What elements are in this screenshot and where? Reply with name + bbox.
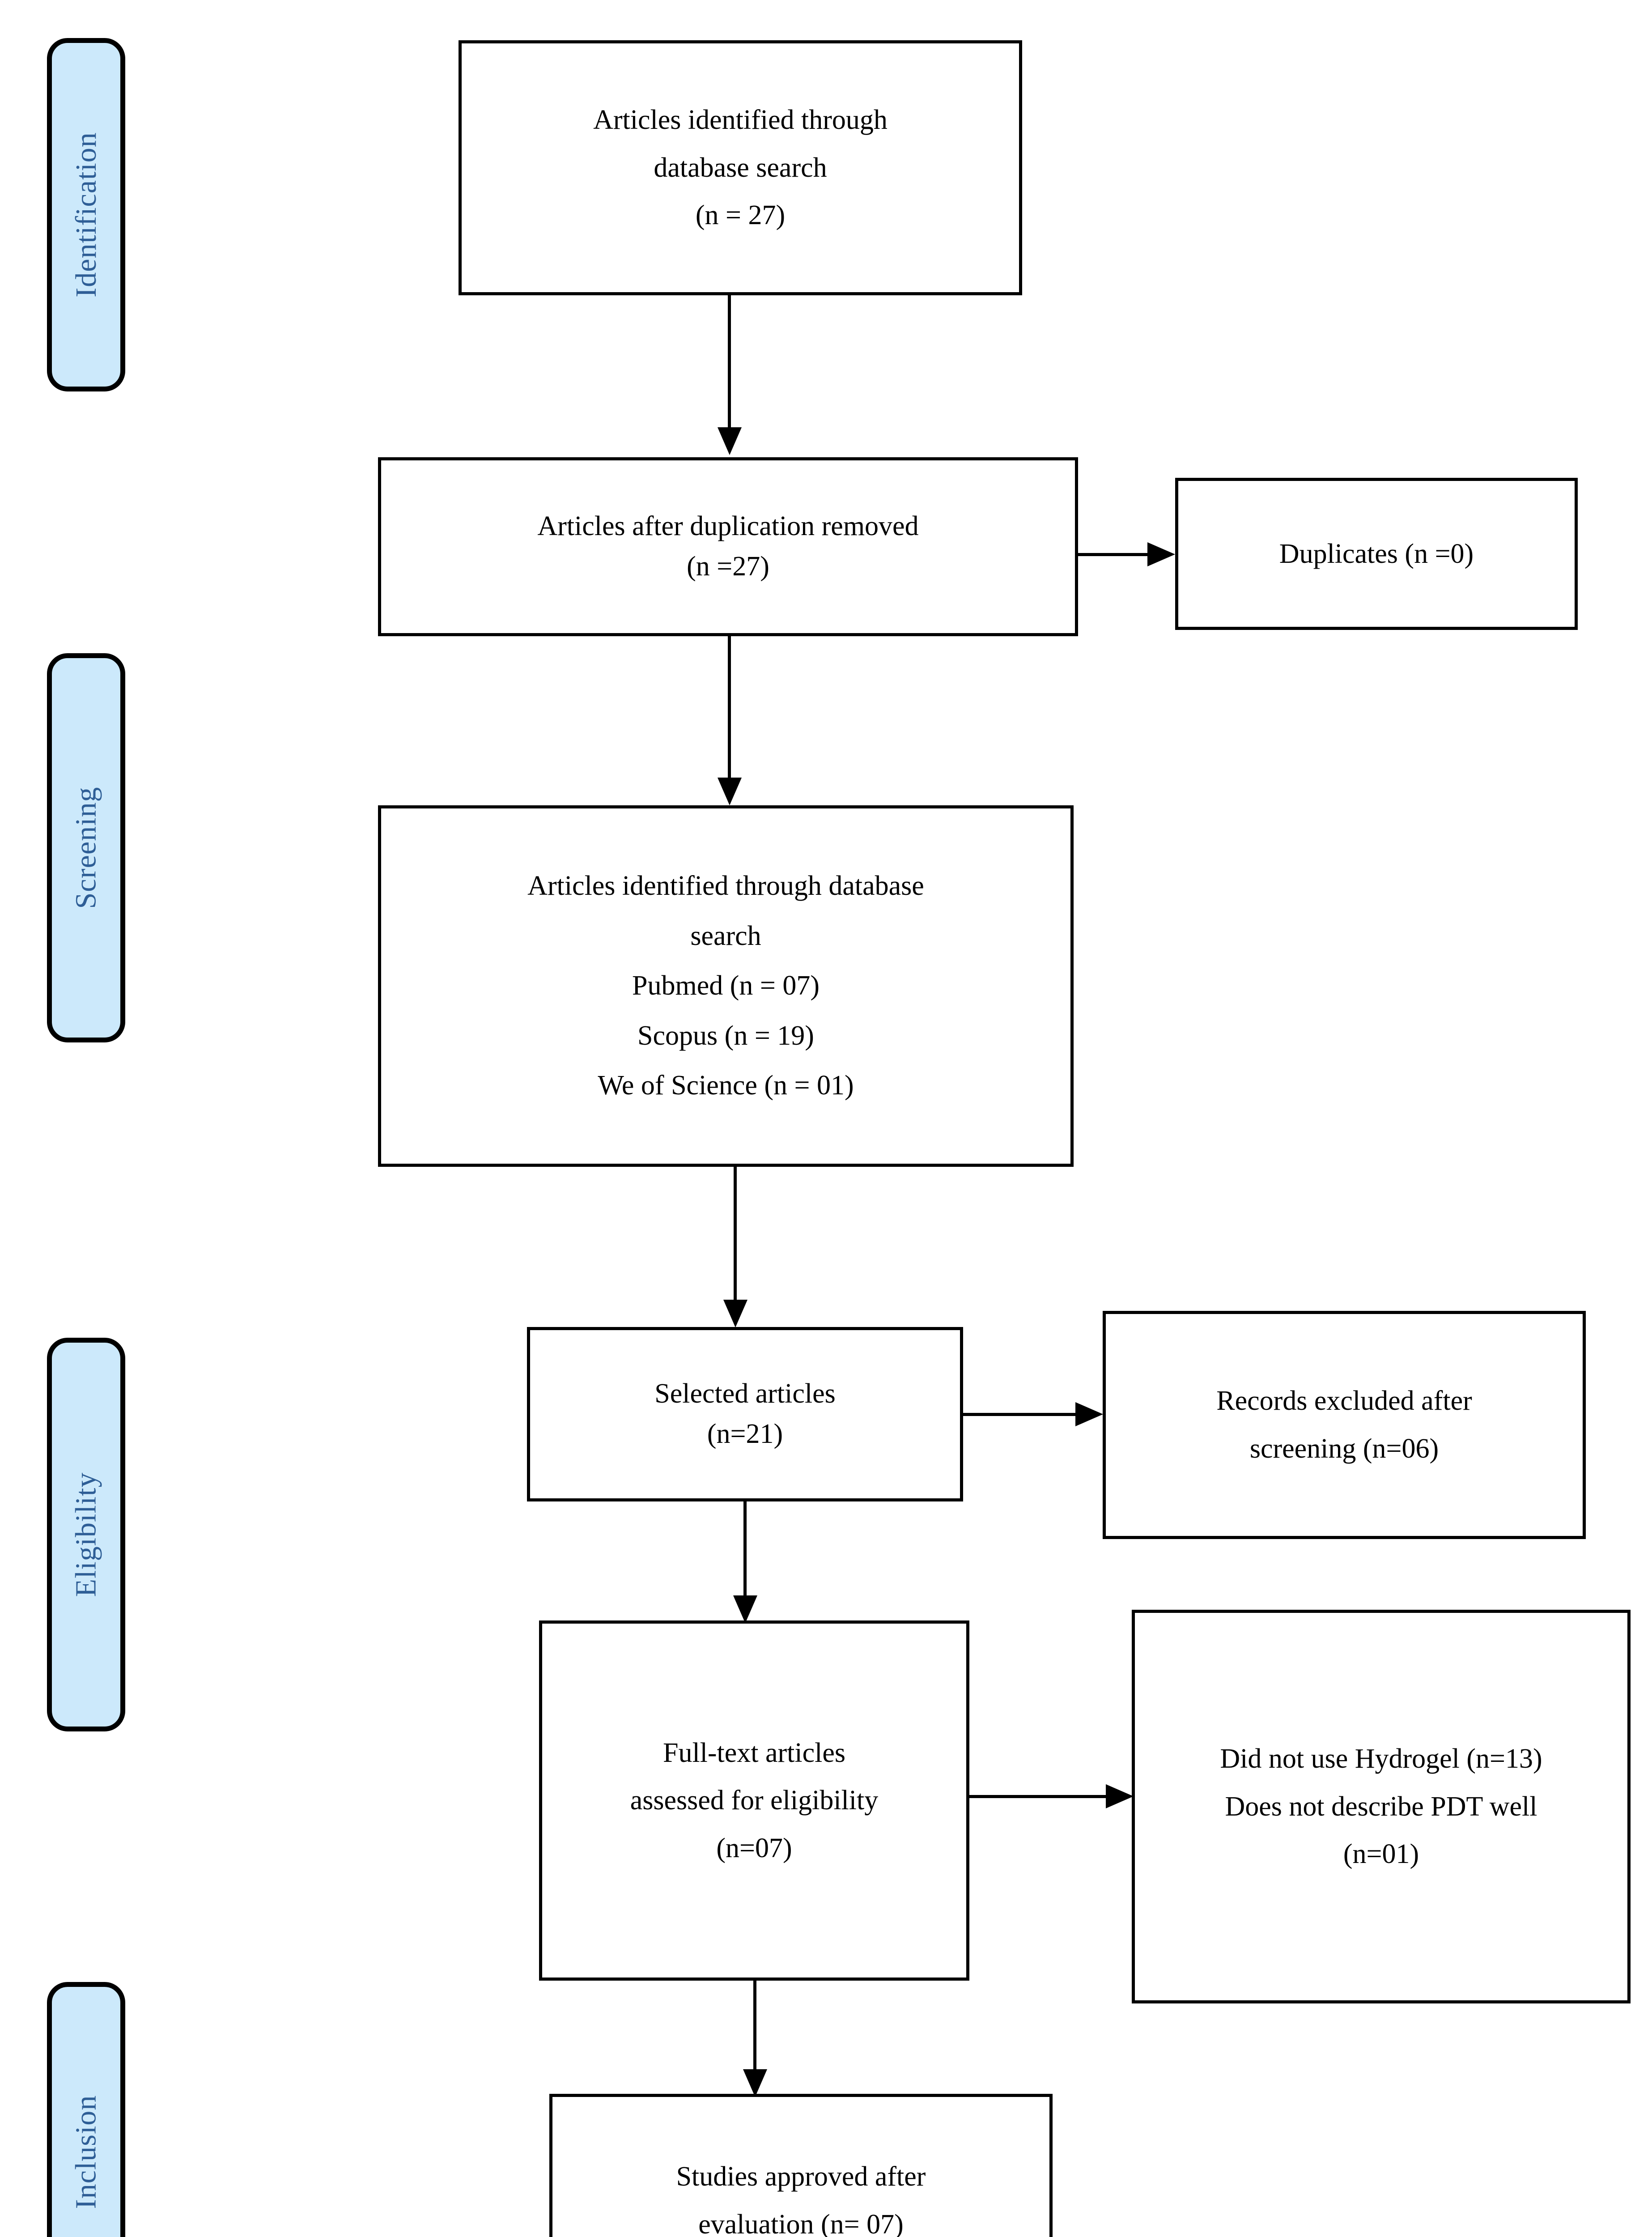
box-exclusion-reasons-line-2: Does not describe PDT well	[1225, 1791, 1537, 1822]
box-duplicates-line-1: Duplicates (n =0)	[1279, 538, 1474, 569]
box-after-duplication-line-2: (n =27)	[687, 551, 769, 582]
box-records-excluded: Records excluded after screening (n=06)	[1103, 1311, 1586, 1539]
box-exclusion-reasons: Did not use Hydrogel (n=13) Does not des…	[1132, 1610, 1631, 2003]
arrowhead-dedup-to-duplicates	[1147, 542, 1175, 566]
arrowhead-identified-to-dedup	[718, 427, 742, 455]
stage-label-eligibility: Eligibility	[47, 1338, 125, 1731]
box-fulltext-assessed-line-2: assessed for eligibility	[630, 1785, 879, 1816]
arrowhead-fulltext-to-reasons	[1106, 1784, 1134, 1808]
arrowhead-breakdown-to-selected	[723, 1300, 747, 1327]
box-articles-identified: Articles identified through database sea…	[459, 40, 1022, 295]
arrowhead-selected-to-excluded	[1075, 1402, 1103, 1426]
connector-fulltext-to-approved	[753, 1981, 756, 2086]
box-database-breakdown-source-scopus: Scopus (n = 19)	[637, 1020, 814, 1051]
box-fulltext-assessed-line-3: (n=07)	[716, 1833, 792, 1863]
box-after-duplication: Articles after duplication removed (n =2…	[378, 457, 1078, 636]
stage-label-screening-text: Screening	[69, 787, 102, 909]
box-records-excluded-line-1: Records excluded after	[1216, 1386, 1472, 1416]
box-duplicates: Duplicates (n =0)	[1175, 478, 1578, 630]
stage-label-screening: Screening	[47, 653, 125, 1042]
box-database-breakdown: Articles identified through database sea…	[378, 805, 1074, 1167]
connector-selected-to-excluded	[963, 1413, 1077, 1416]
stage-label-identification-text: Identification	[69, 132, 102, 298]
connector-identified-to-dedup	[728, 295, 731, 430]
connector-selected-to-fulltext	[743, 1501, 747, 1598]
box-database-breakdown-source-pubmed: Pubmed (n = 07)	[632, 970, 820, 1001]
box-articles-identified-line-1: Articles identified through	[593, 105, 888, 136]
box-database-breakdown-source-wos: We of Science (n = 01)	[598, 1070, 854, 1101]
box-exclusion-reasons-line-3: (n=01)	[1343, 1839, 1419, 1870]
box-database-breakdown-line-2: search	[690, 920, 761, 951]
box-database-breakdown-line-1: Articles identified through database	[527, 871, 924, 902]
box-selected-articles: Selected articles (n=21)	[527, 1327, 963, 1501]
box-studies-approved-line-1: Studies approved after	[676, 2161, 926, 2192]
connector-fulltext-to-reasons	[969, 1795, 1108, 1798]
box-articles-identified-line-2: database search	[654, 152, 827, 183]
box-selected-articles-line-1: Selected articles	[654, 1378, 836, 1409]
connector-breakdown-to-selected	[734, 1167, 737, 1301]
stage-label-inclusion: Inclusion	[47, 1982, 125, 2237]
box-selected-articles-line-2: (n=21)	[707, 1419, 783, 1449]
stage-label-identification: Identification	[47, 38, 125, 391]
box-exclusion-reasons-line-1: Did not use Hydrogel (n=13)	[1220, 1744, 1542, 1774]
box-records-excluded-line-2: screening (n=06)	[1249, 1433, 1439, 1464]
box-fulltext-assessed: Full-text articles assessed for eligibil…	[539, 1620, 969, 1981]
stage-label-eligibility-text: Eligibility	[69, 1472, 102, 1597]
arrowhead-fulltext-to-approved	[743, 2069, 767, 2097]
box-studies-approved: Studies approved after evaluation (n= 07…	[549, 2094, 1053, 2237]
box-studies-approved-line-2: evaluation (n= 07)	[698, 2209, 904, 2237]
box-articles-identified-line-3: (n = 27)	[695, 200, 786, 231]
arrowhead-selected-to-fulltext	[733, 1595, 757, 1623]
connector-dedup-to-breakdown	[728, 636, 731, 779]
connector-dedup-to-duplicates	[1078, 553, 1150, 556]
box-after-duplication-line-1: Articles after duplication removed	[537, 511, 919, 542]
box-fulltext-assessed-line-1: Full-text articles	[662, 1737, 846, 1768]
stage-label-inclusion-text: Inclusion	[69, 2095, 102, 2209]
arrowhead-dedup-to-breakdown	[718, 778, 742, 805]
